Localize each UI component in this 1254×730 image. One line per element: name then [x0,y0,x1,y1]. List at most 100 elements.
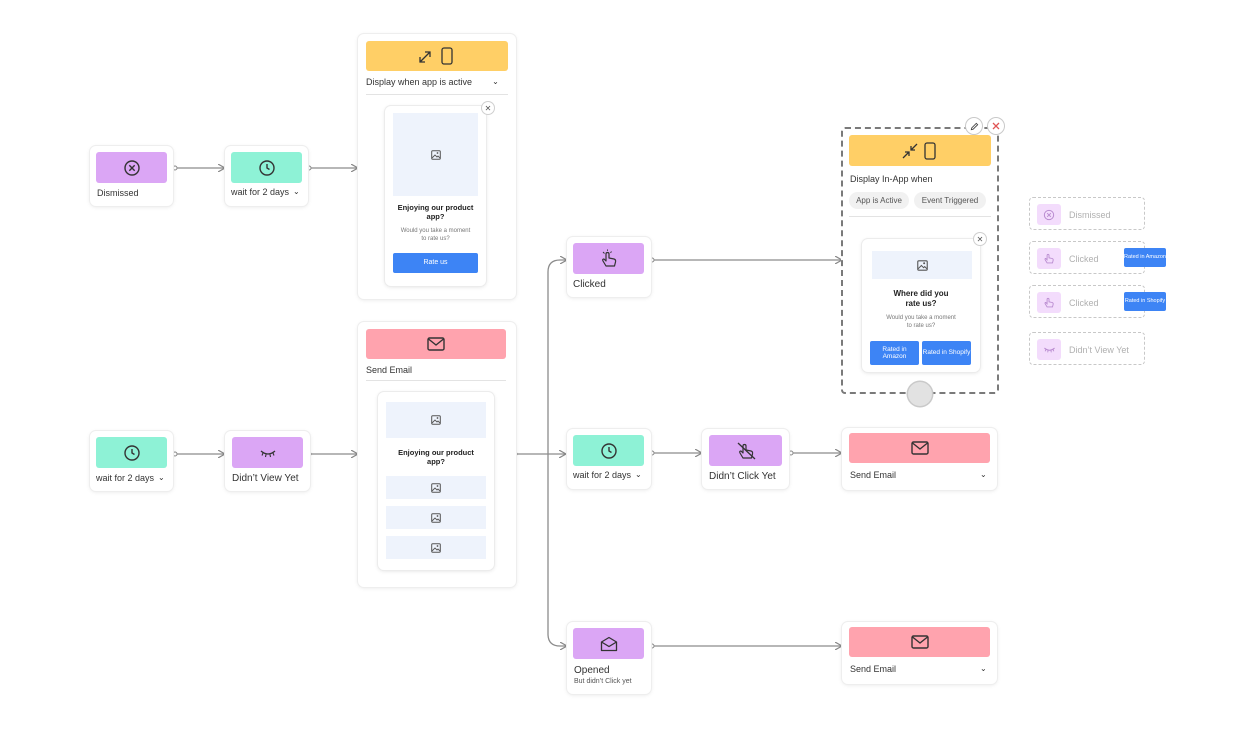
outcome-tile [1037,204,1061,225]
expand-phone-icon [419,47,453,65]
preview-subtitle: Would you take a moment to rate us? [400,228,471,242]
wait-dropdown[interactable]: wait for 2 days⌄ [573,470,642,480]
outcome-tile [1037,292,1061,313]
didnt-view-label: Didn’t View Yet [232,473,299,484]
delete-button[interactable] [988,118,1004,134]
wait-node-right[interactable]: wait for 2 days⌄ [567,429,651,489]
send-email-label: Send Email [366,365,413,375]
image-icon [916,259,928,271]
rated-shopify-tag[interactable]: Rated in Shopify [1124,292,1166,311]
image-placeholder [872,251,972,279]
closed-eye-icon [1043,347,1055,353]
opened-label: Opened [574,665,610,676]
didnt-click-label: Didn’t Click Yet [709,471,776,482]
preview-subtitle: Would you take a moment to rate us? [886,315,956,329]
inapp-message-node[interactable]: Display when app is active ⌄ Enjoying our… [358,34,516,299]
opened-node[interactable]: Opened But didn’t Click yet [567,622,651,694]
dismissed-node[interactable]: Dismissed [90,146,173,206]
envelope-icon [910,441,929,455]
dismissed-tile [96,152,167,183]
didnt-click-node[interactable]: Didn’t Click Yet [702,429,789,489]
email-tile [849,433,990,463]
image-placeholder [386,536,486,559]
pill-app-active[interactable]: App is Active [849,192,909,209]
dismissed-label: Dismissed [97,188,139,198]
collapse-phone-icon [902,141,936,160]
pill-event-triggered[interactable]: Event Triggered [914,192,986,209]
email-preview-card: Enjoying our product app? [378,392,494,570]
inapp-tile [366,41,508,71]
outcome-tile [1037,248,1061,269]
didnt-view-node[interactable]: Didn’t View Yet [225,431,310,491]
tap-hand-icon [601,249,616,267]
outcome-label: Didn’t View Yet [1069,345,1129,355]
connector-branch-clicked [547,260,567,454]
preview-title: Where did you rate us? [893,289,949,308]
clock-icon [123,444,140,461]
envelope-icon [910,635,929,649]
image-icon [431,482,441,493]
inapp-tile [849,135,991,166]
tap-hand-icon [1044,297,1054,308]
display-condition-dropdown[interactable]: Display when app is active ⌄ [366,77,499,87]
wait-tile [96,437,167,468]
edit-button[interactable] [966,118,982,134]
send-email-label: Send Email [850,664,897,674]
opened-sublabel: But didn’t Click yet [574,678,632,685]
send-email-node-bottom[interactable]: Send Email ⌄ [842,622,997,684]
close-icon[interactable]: ✕ [482,102,494,114]
pencil-icon [970,122,978,130]
outcome-didnt-view[interactable]: Didn’t View Yet [1029,332,1145,365]
inapp-preview-card: Enjoying our product app? Would you take… [385,106,486,286]
display-inapp-label: Display In-App when [850,174,933,184]
image-placeholder [393,113,478,196]
image-placeholder [386,506,486,529]
divider [366,380,506,381]
wait-node-top[interactable]: wait for 2 days⌄ [225,146,308,206]
x-circle-icon [1043,209,1055,220]
chevron-down-icon: ⌄ [158,473,165,482]
wait-dropdown[interactable]: wait for 2 days⌄ [96,473,165,483]
image-placeholder [386,402,486,438]
envelope-icon [427,337,445,351]
wait-label: wait for 2 days [573,470,632,480]
connector-branch-opened [547,454,567,646]
image-icon [431,415,441,425]
clock-icon [258,159,275,176]
rate-us-button[interactable]: Rate us [393,253,478,273]
email-tile [366,329,506,359]
outcome-dismissed[interactable]: Dismissed [1029,197,1145,230]
rated-amazon-button[interactable]: Rated in Amazon [870,341,919,365]
send-email-node-right[interactable]: Send Email ⌄ [842,428,997,490]
close-icon[interactable]: ✕ [974,233,986,245]
rated-amazon-tag[interactable]: Rated in Amazon [1124,248,1166,267]
send-email-node[interactable]: Send Email Enjoying our product app? [358,322,516,587]
connection-handle[interactable] [908,382,932,406]
divider [849,216,991,217]
wait-label: wait for 2 days [231,187,290,197]
clicked-label: Clicked [573,279,606,290]
email-preview-title: Enjoying our product app? [398,448,474,467]
display-condition-label: Display when app is active [366,77,473,87]
chevron-down-icon: ⌄ [635,470,642,479]
clock-icon [600,442,617,459]
outcome-tile [1037,339,1061,360]
chevron-down-icon[interactable]: ⌄ [980,664,987,673]
x-circle-icon [123,159,140,176]
image-icon [431,542,441,553]
email-tile [849,627,990,657]
rated-shopify-button[interactable]: Rated in Shopify [922,341,971,365]
selected-inapp-node[interactable]: Display In-App when App is Active Event … [841,127,999,406]
image-icon [431,512,441,523]
image-icon [430,149,441,160]
outcome-label: Dismissed [1069,210,1111,220]
outcome-label: Clicked [1069,298,1099,308]
divider [366,94,508,95]
clicked-node[interactable]: Clicked [567,237,651,297]
chevron-down-icon[interactable]: ⌄ [980,470,987,479]
chevron-down-icon: ⌄ [492,77,499,86]
wait-dropdown[interactable]: wait for 2 days⌄ [231,187,300,197]
didnt-view-tile [232,437,303,468]
wait-node-mid[interactable]: wait for 2 days⌄ [90,431,173,491]
